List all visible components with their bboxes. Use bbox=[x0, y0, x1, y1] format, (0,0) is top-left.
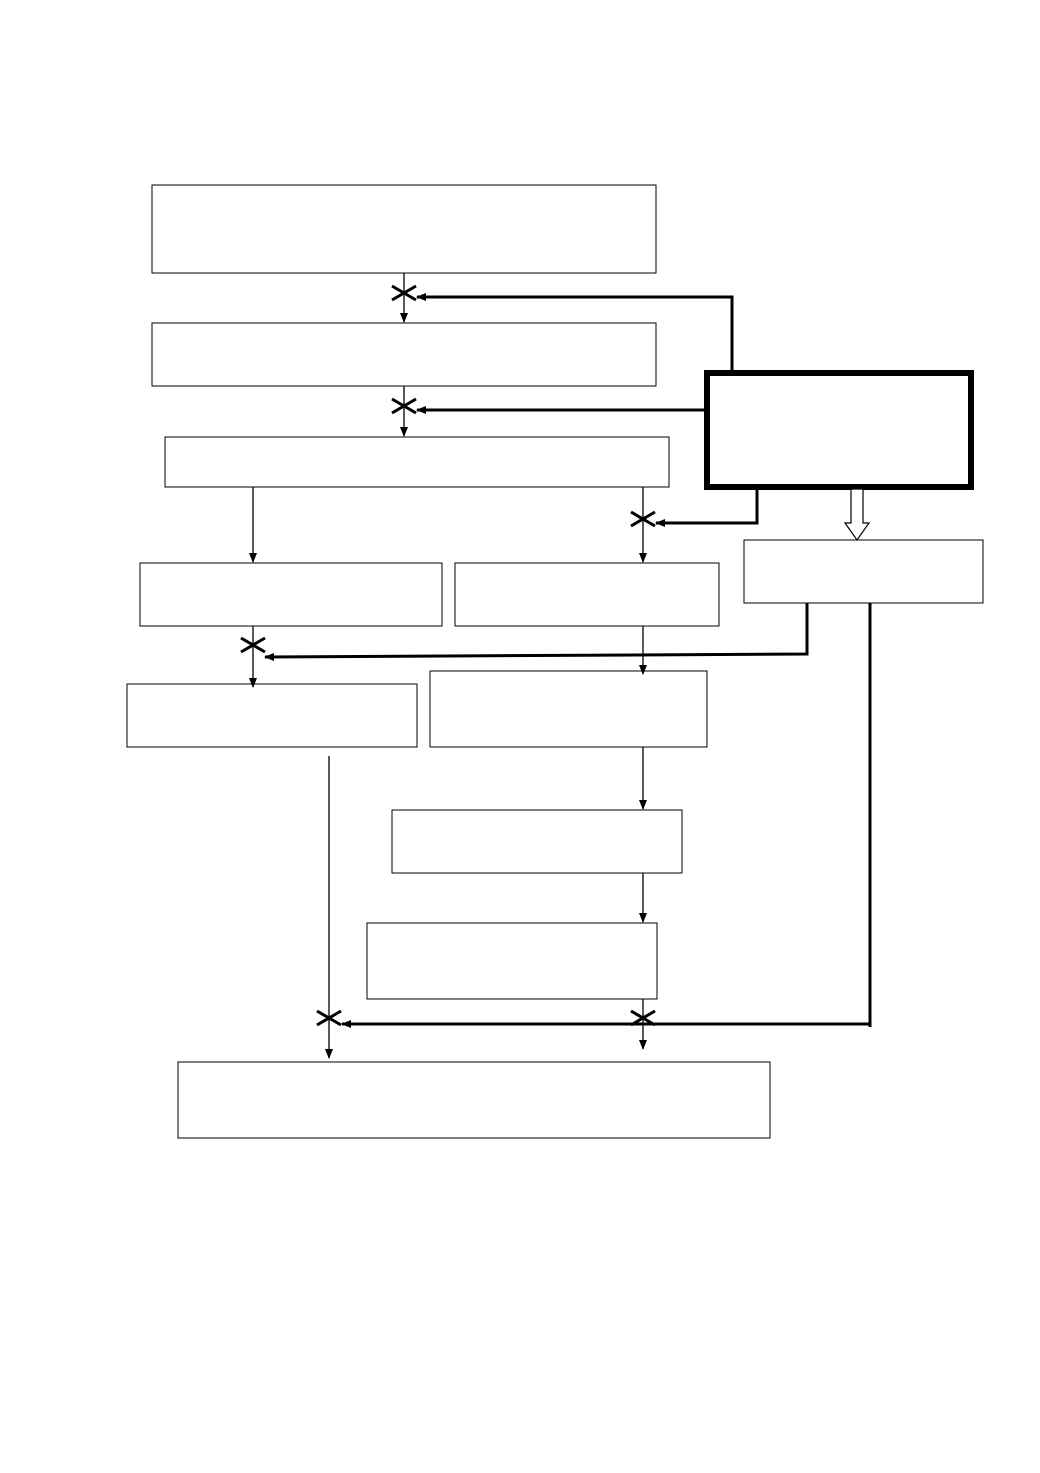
box-third bbox=[164, 436, 670, 488]
inhibit-line-to-right-branch bbox=[655, 487, 759, 527]
inhibit-line-to-top bbox=[416, 293, 734, 370]
box-middle-1 bbox=[391, 809, 683, 874]
inhibit-x-marker-second bbox=[391, 397, 417, 415]
box-right-lower bbox=[429, 670, 708, 748]
inhibit-line-to-left-lower bbox=[264, 603, 809, 661]
box-left-branch bbox=[139, 562, 443, 627]
hollow-arrow-down bbox=[843, 488, 871, 542]
box-top bbox=[151, 184, 657, 274]
inhibit-x-marker-bottom-left bbox=[316, 1009, 342, 1027]
box-left-lower bbox=[126, 683, 418, 748]
box-middle-2 bbox=[366, 922, 658, 1000]
box-second bbox=[151, 322, 657, 387]
box-side-bold bbox=[704, 370, 974, 490]
box-bottom bbox=[177, 1061, 771, 1139]
inhibit-line-to-bottom bbox=[341, 603, 872, 1028]
inhibit-x-marker-bottom-right bbox=[630, 1009, 656, 1027]
box-side bbox=[743, 539, 984, 604]
inhibit-x-marker-top bbox=[391, 284, 417, 302]
box-right-branch bbox=[454, 562, 720, 627]
inhibit-x-marker-right-branch bbox=[630, 510, 656, 528]
inhibit-x-marker-left-lower bbox=[240, 636, 266, 654]
